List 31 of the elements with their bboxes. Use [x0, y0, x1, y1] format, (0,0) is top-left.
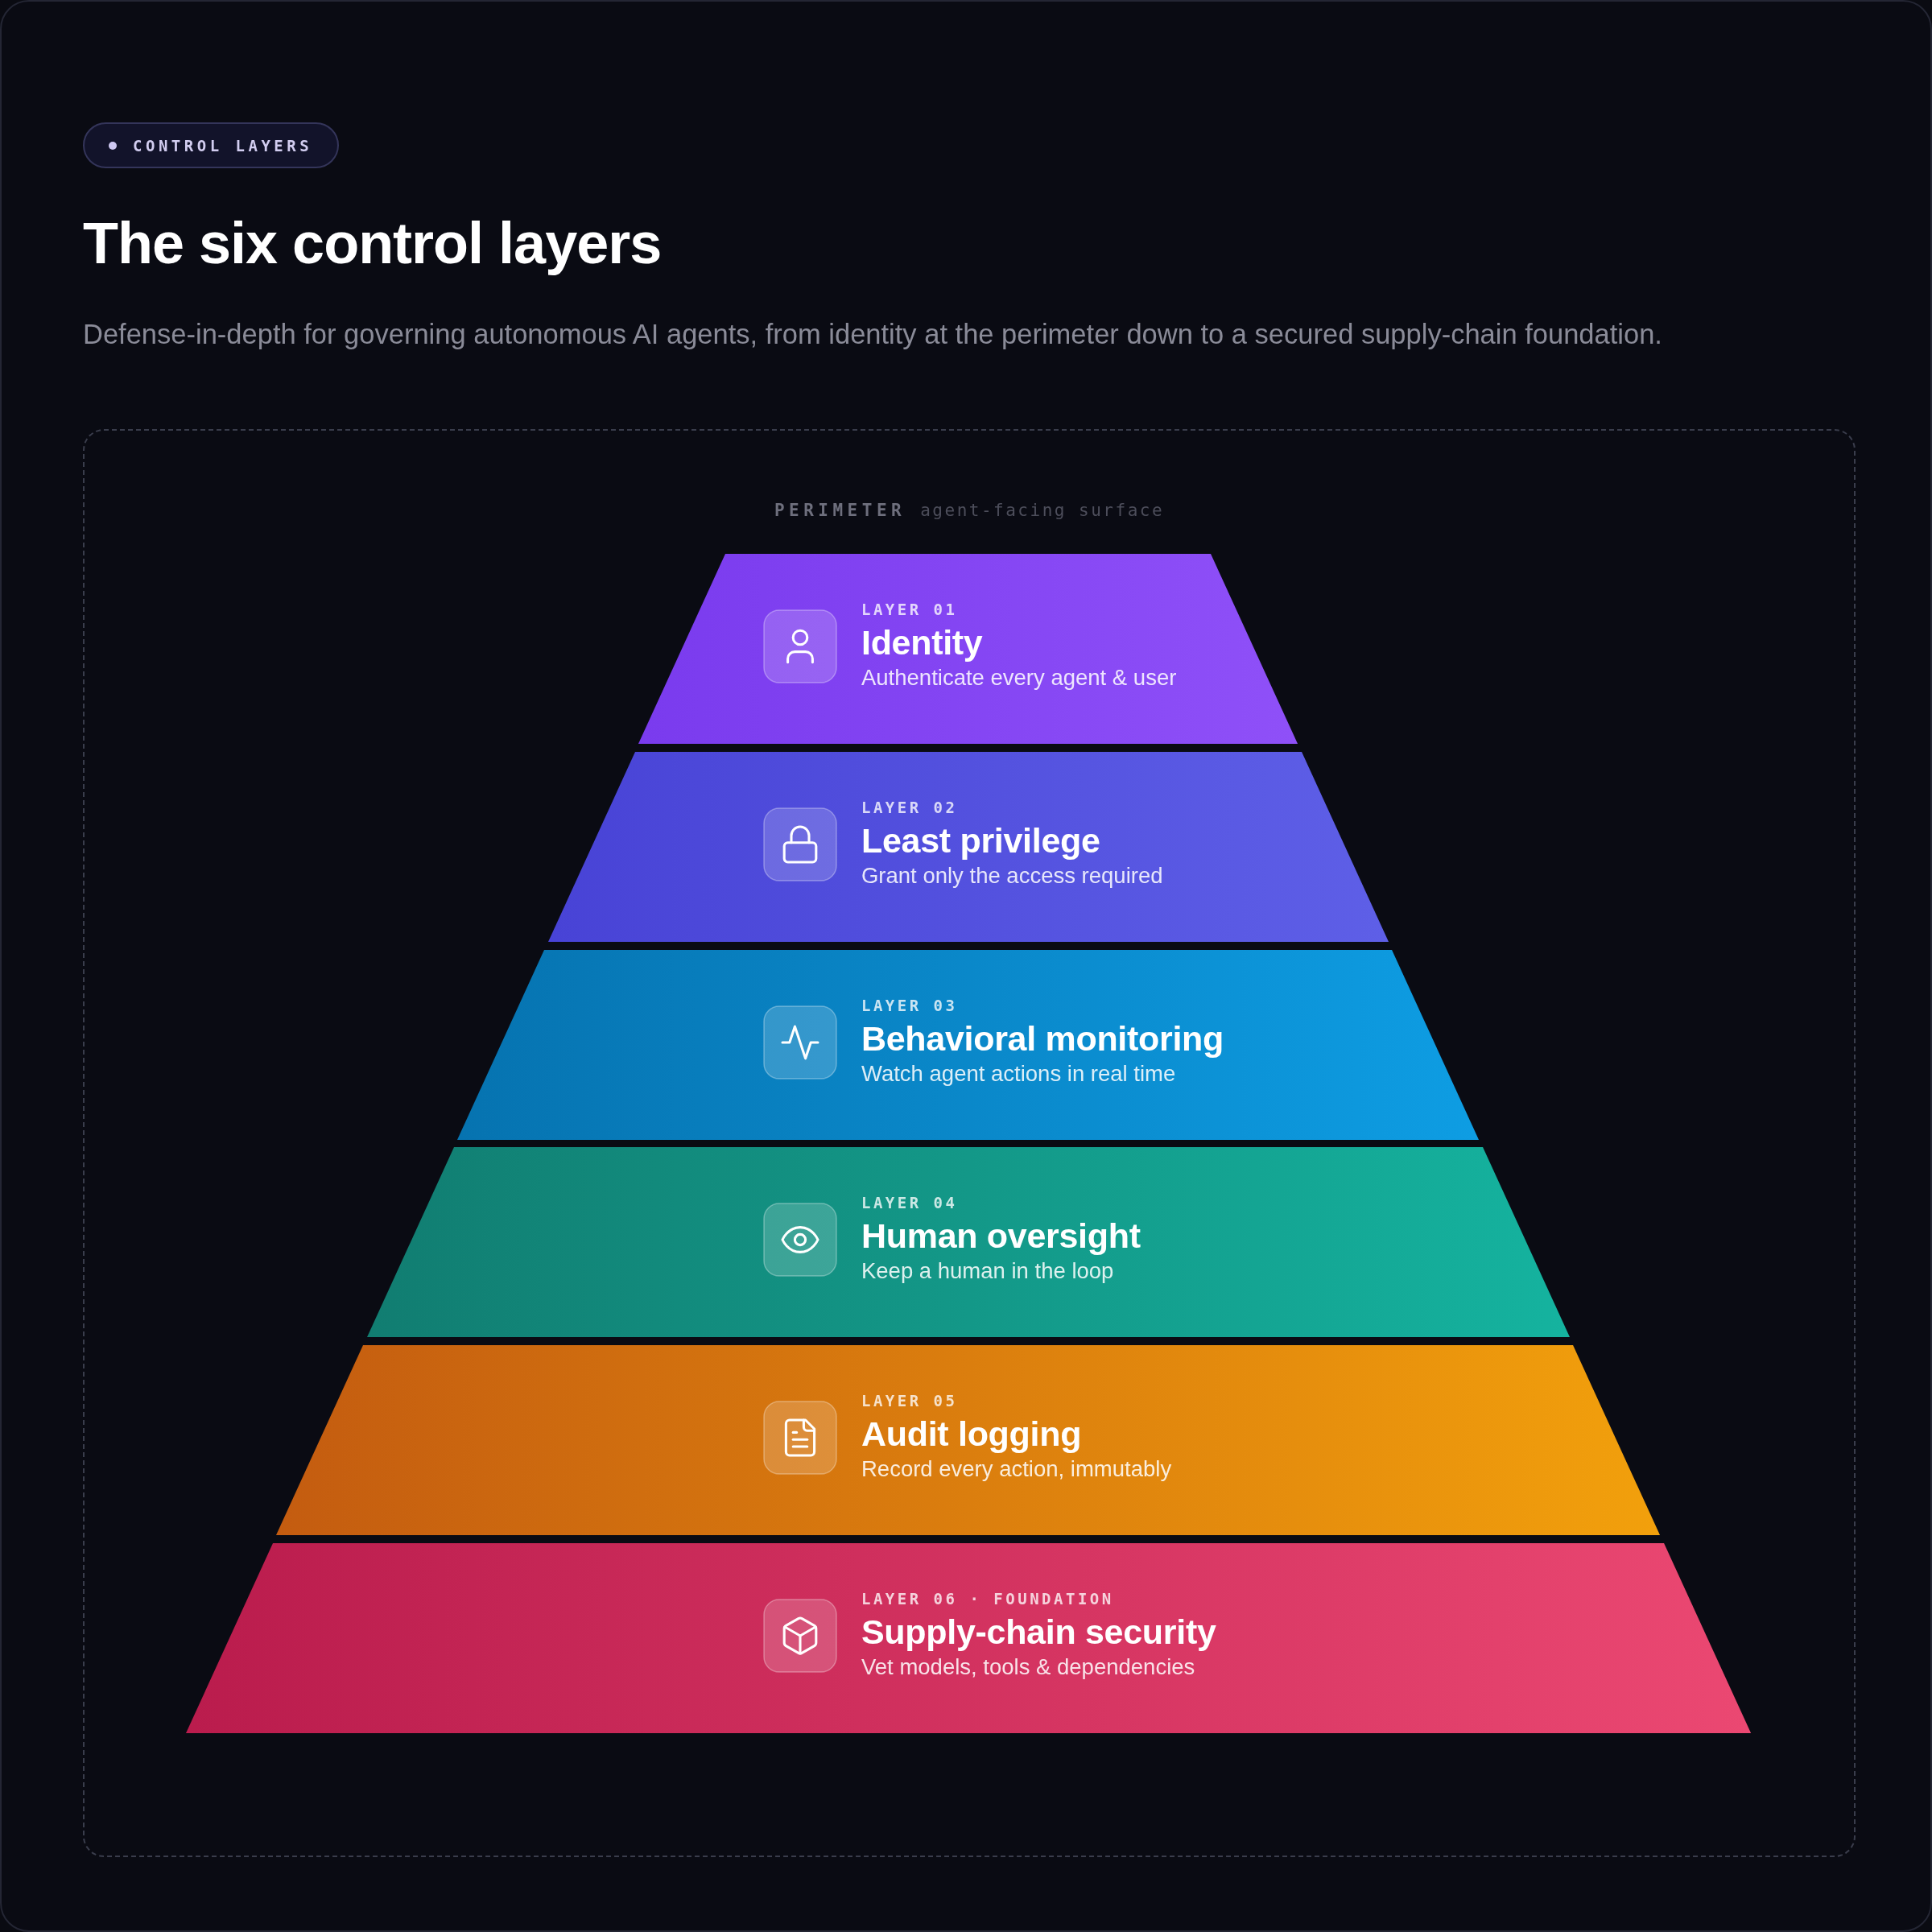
- layer-number: LAYER 02: [861, 797, 958, 818]
- page-subtitle: Defense-in-depth for governing autonomous AI agents, from identity at the perimeter down to a secured supply-chain foundation.: [83, 318, 1662, 351]
- pyramid-layer: [638, 554, 1298, 744]
- pyramid-layer: [457, 949, 1480, 1140]
- layer-title: Human oversight: [861, 1216, 1141, 1257]
- pyramid-layer: [185, 1543, 1751, 1733]
- tag-label: CONTROL LAYERS: [133, 135, 313, 155]
- layer-description: Vet models, tools & dependencies: [861, 1653, 1195, 1681]
- layer-description: Grant only the access required: [861, 861, 1163, 890]
- pyramid-layer: [366, 1147, 1570, 1338]
- layer-number: LAYER 04: [861, 1193, 958, 1214]
- layer-title: Least privilege: [861, 819, 1100, 861]
- layer-description: Authenticate every agent & user: [861, 664, 1177, 691]
- zone-label: PERIMETER: [774, 500, 906, 522]
- pyramid-layer: [276, 1345, 1661, 1536]
- layer-title: Identity: [861, 622, 983, 663]
- dashed-frame: [83, 429, 1856, 1857]
- layer-number: LAYER 01: [861, 600, 958, 620]
- page-title: The six control layers: [83, 211, 662, 275]
- layer-number: LAYER 05: [861, 1391, 958, 1412]
- pyramid-layer: [547, 751, 1389, 942]
- layer-title: Behavioral monitoring: [861, 1018, 1224, 1059]
- layer-number: LAYER 03: [861, 995, 958, 1016]
- layer-number: LAYER 06 · FOUNDATION: [861, 1589, 1114, 1609]
- layer-description: Keep a human in the loop: [861, 1257, 1114, 1286]
- section-tag: [83, 122, 339, 168]
- layer-title: Audit logging: [861, 1414, 1082, 1455]
- layer-title: Supply-chain security: [861, 1612, 1216, 1652]
- layer-description: Record every action, immutably: [861, 1455, 1172, 1484]
- layer-description: Watch agent actions in real time: [861, 1059, 1176, 1088]
- zone-description: agent-facing surface: [920, 500, 1165, 522]
